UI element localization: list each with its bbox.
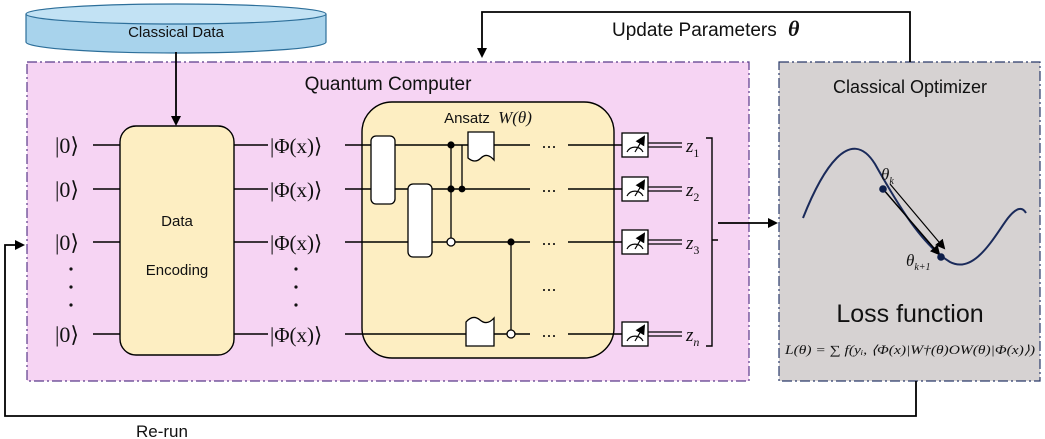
update-parameters-label: Update Parameters θ <box>612 16 800 41</box>
output-z2: z2 <box>685 180 699 204</box>
data-encoding-line2: Encoding <box>146 262 209 279</box>
ansatz-dots: ... ... ... ... ... <box>541 132 556 341</box>
ansatz-dots-4: ... <box>541 275 556 295</box>
measurement-icon <box>621 176 649 202</box>
rerun-arrow <box>4 240 917 417</box>
loss-function-formula: L(θ) = ∑ f(yᵢ, ⟨Φ(x)|W†(θ)OW(θ)|Φ(x)⟩) <box>784 343 1035 357</box>
ansatz-dots-2: ... <box>541 176 556 196</box>
update-parameters-text: Update Parameters <box>612 20 777 41</box>
encoded-state-3: |Φ(x)⟩ <box>270 231 322 255</box>
ansatz-label: Ansatz W(θ) <box>444 108 532 127</box>
rerun-label: Re-run <box>136 422 188 439</box>
measurement-1 <box>621 132 682 158</box>
measurement-icon <box>621 132 649 158</box>
ansatz-block <box>361 101 615 359</box>
measurement-icon <box>621 321 649 347</box>
ansatz-dots-1: ... <box>541 132 556 152</box>
theta-k-point <box>879 185 887 193</box>
measurement-3 <box>621 229 682 255</box>
update-parameters-arrow <box>477 11 911 62</box>
encoded-states: |Φ(x)⟩ |Φ(x)⟩ |Φ(x)⟩ |Φ(x)⟩ <box>270 134 322 347</box>
input-state-3: |0⟩ <box>55 230 79 255</box>
controlled-gate-2 <box>458 145 466 193</box>
input-states: |0⟩ |0⟩ |0⟩ |0⟩ <box>55 133 79 347</box>
single-qubit-gate-1 <box>467 131 495 162</box>
theta-k-label: θk <box>881 165 894 187</box>
measurement-n <box>621 321 682 347</box>
encoded-vertical-dots <box>294 267 298 307</box>
measurement-2 <box>621 176 682 202</box>
encoded-state-2: |Φ(x)⟩ <box>270 178 322 202</box>
output-zn: zn <box>685 325 699 349</box>
classical-optimizer-title: Classical Optimizer <box>833 77 987 97</box>
ansatz-label-func: W(θ) <box>498 108 532 127</box>
input-state-n: |0⟩ <box>55 322 79 347</box>
data-encoding-line1: Data <box>161 213 193 230</box>
qubit-wires <box>93 144 362 335</box>
controlled-gate-1 <box>446 141 456 247</box>
measurement-icon <box>621 229 649 255</box>
input-state-1: |0⟩ <box>55 133 79 158</box>
output-z3: z3 <box>685 233 699 257</box>
classical-data-label: Classical Data <box>128 24 225 41</box>
input-vertical-dots <box>69 267 73 307</box>
ansatz-dots-5: ... <box>541 321 556 341</box>
gradient-step-arrow-1 <box>882 188 941 256</box>
two-qubit-gate-1 <box>370 135 396 205</box>
ansatz-dots-3: ... <box>541 229 556 249</box>
controlled-gate-3 <box>506 238 516 339</box>
encoded-state-n: |Φ(x)⟩ <box>270 323 322 347</box>
theta-k1-label: θk+1 <box>906 251 931 273</box>
classical-data-cylinder: Classical Data <box>25 3 327 54</box>
input-state-2: |0⟩ <box>55 177 79 202</box>
two-qubit-gate-2 <box>407 183 433 258</box>
output-bracket <box>706 137 718 347</box>
ansatz-label-text: Ansatz <box>444 110 490 127</box>
output-labels: z1 z2 z3 zn <box>685 136 699 349</box>
encoded-state-1: |Φ(x)⟩ <box>270 134 322 158</box>
quantum-computer-title: Quantum Computer <box>305 74 473 95</box>
data-encoding-block <box>119 125 235 356</box>
gradient-step-arrow-2 <box>889 183 946 250</box>
single-qubit-gate-2 <box>465 316 495 347</box>
output-z1: z1 <box>685 136 699 160</box>
loss-function-title: Loss function <box>836 300 983 328</box>
theta-k1-point <box>937 253 945 261</box>
update-parameters-theta: θ <box>788 16 800 41</box>
